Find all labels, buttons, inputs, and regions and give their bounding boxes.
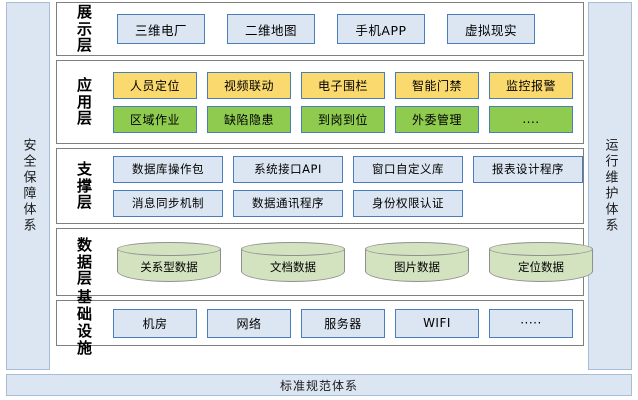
cylinder-top-ellipse bbox=[489, 242, 593, 256]
database-cylinder-icon[interactable]: 文档数据 bbox=[241, 242, 345, 282]
node-row: 数据库操作包 系统接口API 窗口自定义库 报表设计程序 bbox=[113, 155, 583, 183]
layer-label-char: 展 bbox=[76, 2, 93, 21]
cylinder-label: 定位数据 bbox=[518, 260, 564, 274]
bottom-bar-label: 标准规范体系 bbox=[279, 378, 358, 393]
layer-label-char: 数 bbox=[76, 235, 93, 254]
database-cylinder-icon[interactable]: 图片数据 bbox=[365, 242, 469, 282]
node-row: 三维电厂 二维地图 手机APP 虚拟现实 bbox=[113, 14, 577, 44]
layer-body-data: 关系型数据 文档数据 图片数据 定位数据 bbox=[113, 238, 599, 286]
right-vertical-band-operation-maintenance: 运行维护体系 bbox=[588, 2, 632, 370]
layer-label-infrastructure: 基础 设施 bbox=[57, 289, 113, 356]
layer-label-char: 层 bbox=[76, 36, 93, 55]
layer-data: 数 据 层 关系型数据 文档数据 bbox=[56, 228, 593, 296]
node-box[interactable]: 电子围栏 bbox=[301, 71, 385, 99]
node-box[interactable]: 报表设计程序 bbox=[473, 155, 583, 183]
layer-label-char: 设施 bbox=[76, 322, 93, 357]
node-box-more[interactable]: .... bbox=[489, 105, 573, 133]
node-box[interactable]: 三维电厂 bbox=[117, 14, 205, 44]
node-box[interactable]: 外委管理 bbox=[395, 105, 479, 133]
layer-label-char: 撑 bbox=[76, 176, 93, 195]
cylinder-top-ellipse bbox=[241, 242, 345, 256]
layer-label-char: 示 bbox=[76, 19, 93, 38]
left-band-label: 安全保障体系 bbox=[20, 138, 36, 234]
node-box[interactable]: 到岗到位 bbox=[301, 105, 385, 133]
node-row: 消息同步机制 数据通讯程序 身份权限认证 bbox=[113, 189, 583, 217]
cylinder-label: 图片数据 bbox=[394, 260, 440, 274]
node-box[interactable]: 智能门禁 bbox=[395, 71, 479, 99]
layer-label-char: 层 bbox=[76, 193, 93, 212]
layer-application: 应 用 层 人员定位 视频联动 电子围栏 智能门禁 监控报警 区域作业 缺陷隐患… bbox=[56, 60, 584, 144]
layer-label-presentation: 展 示 层 bbox=[57, 2, 113, 55]
layer-label-data: 数 据 层 bbox=[57, 235, 113, 288]
layer-label-char: 层 bbox=[76, 109, 93, 128]
node-box[interactable]: 机房 bbox=[113, 308, 197, 338]
node-box[interactable]: 视频联动 bbox=[207, 71, 291, 99]
node-box[interactable]: 数据通讯程序 bbox=[233, 189, 343, 217]
layer-label-char: 层 bbox=[76, 269, 93, 288]
layer-body-infrastructure: 机房 网络 服务器 WIFI ····· bbox=[113, 305, 583, 342]
node-box[interactable]: 服务器 bbox=[301, 308, 385, 338]
node-row: 区域作业 缺陷隐患 到岗到位 外委管理 .... bbox=[113, 105, 577, 133]
layer-label-char: 用 bbox=[76, 92, 93, 111]
node-box[interactable]: 系统接口API bbox=[233, 155, 343, 183]
node-box-more[interactable]: ····· bbox=[489, 308, 573, 338]
node-row: 关系型数据 文档数据 图片数据 定位数据 bbox=[113, 242, 593, 282]
node-box[interactable]: 缺陷隐患 bbox=[207, 105, 291, 133]
node-box[interactable]: 网络 bbox=[207, 308, 291, 338]
database-cylinder-icon[interactable]: 关系型数据 bbox=[117, 242, 221, 282]
cylinder-label: 关系型数据 bbox=[140, 260, 198, 274]
node-box[interactable]: 身份权限认证 bbox=[353, 189, 463, 217]
node-box[interactable]: 二维地图 bbox=[227, 14, 315, 44]
layer-label-char: 支 bbox=[76, 159, 93, 178]
bottom-bar-standards-system: 标准规范体系 bbox=[6, 374, 632, 396]
layer-label-char: 应 bbox=[76, 75, 93, 94]
node-box[interactable]: 窗口自定义库 bbox=[353, 155, 463, 183]
layer-label-char: 据 bbox=[76, 252, 93, 271]
layer-body-presentation: 三维电厂 二维地图 手机APP 虚拟现实 bbox=[113, 10, 583, 48]
left-vertical-band-security-assurance: 安全保障体系 bbox=[6, 2, 50, 370]
node-box[interactable]: 手机APP bbox=[337, 14, 425, 44]
node-row: 人员定位 视频联动 电子围栏 智能门禁 监控报警 bbox=[113, 71, 577, 99]
layer-label-char: 基础 bbox=[76, 288, 93, 324]
node-box[interactable]: 数据库操作包 bbox=[113, 155, 223, 183]
node-box[interactable]: 区域作业 bbox=[113, 105, 197, 133]
layer-stack: 展 示 层 三维电厂 二维地图 手机APP 虚拟现实 应 用 层 bbox=[56, 2, 593, 370]
right-band-label: 运行维护体系 bbox=[602, 138, 618, 234]
layer-infrastructure: 基础 设施 机房 网络 服务器 WIFI ····· bbox=[56, 289, 584, 356]
node-box[interactable]: 监控报警 bbox=[489, 71, 573, 99]
node-box[interactable]: WIFI bbox=[395, 308, 479, 338]
layer-presentation: 展 示 层 三维电厂 二维地图 手机APP 虚拟现实 bbox=[56, 2, 584, 56]
layer-label-application: 应 用 层 bbox=[57, 75, 113, 128]
database-cylinder-icon[interactable]: 定位数据 bbox=[489, 242, 593, 282]
node-box[interactable]: 虚拟现实 bbox=[447, 14, 535, 44]
node-box[interactable]: 人员定位 bbox=[113, 71, 197, 99]
layer-body-support: 数据库操作包 系统接口API 窗口自定义库 报表设计程序 消息同步机制 数据通讯… bbox=[113, 152, 589, 221]
node-box[interactable]: 消息同步机制 bbox=[113, 189, 223, 217]
layer-body-application: 人员定位 视频联动 电子围栏 智能门禁 监控报警 区域作业 缺陷隐患 到岗到位 … bbox=[113, 68, 583, 137]
cylinder-top-ellipse bbox=[117, 242, 221, 256]
layer-label-support: 支 撑 层 bbox=[57, 159, 113, 212]
cylinder-label: 文档数据 bbox=[270, 260, 316, 274]
node-box-placeholder bbox=[473, 190, 583, 217]
layer-support: 支 撑 层 数据库操作包 系统接口API 窗口自定义库 报表设计程序 消息同步机… bbox=[56, 148, 584, 224]
cylinder-top-ellipse bbox=[365, 242, 469, 256]
node-row: 机房 网络 服务器 WIFI ····· bbox=[113, 308, 577, 338]
